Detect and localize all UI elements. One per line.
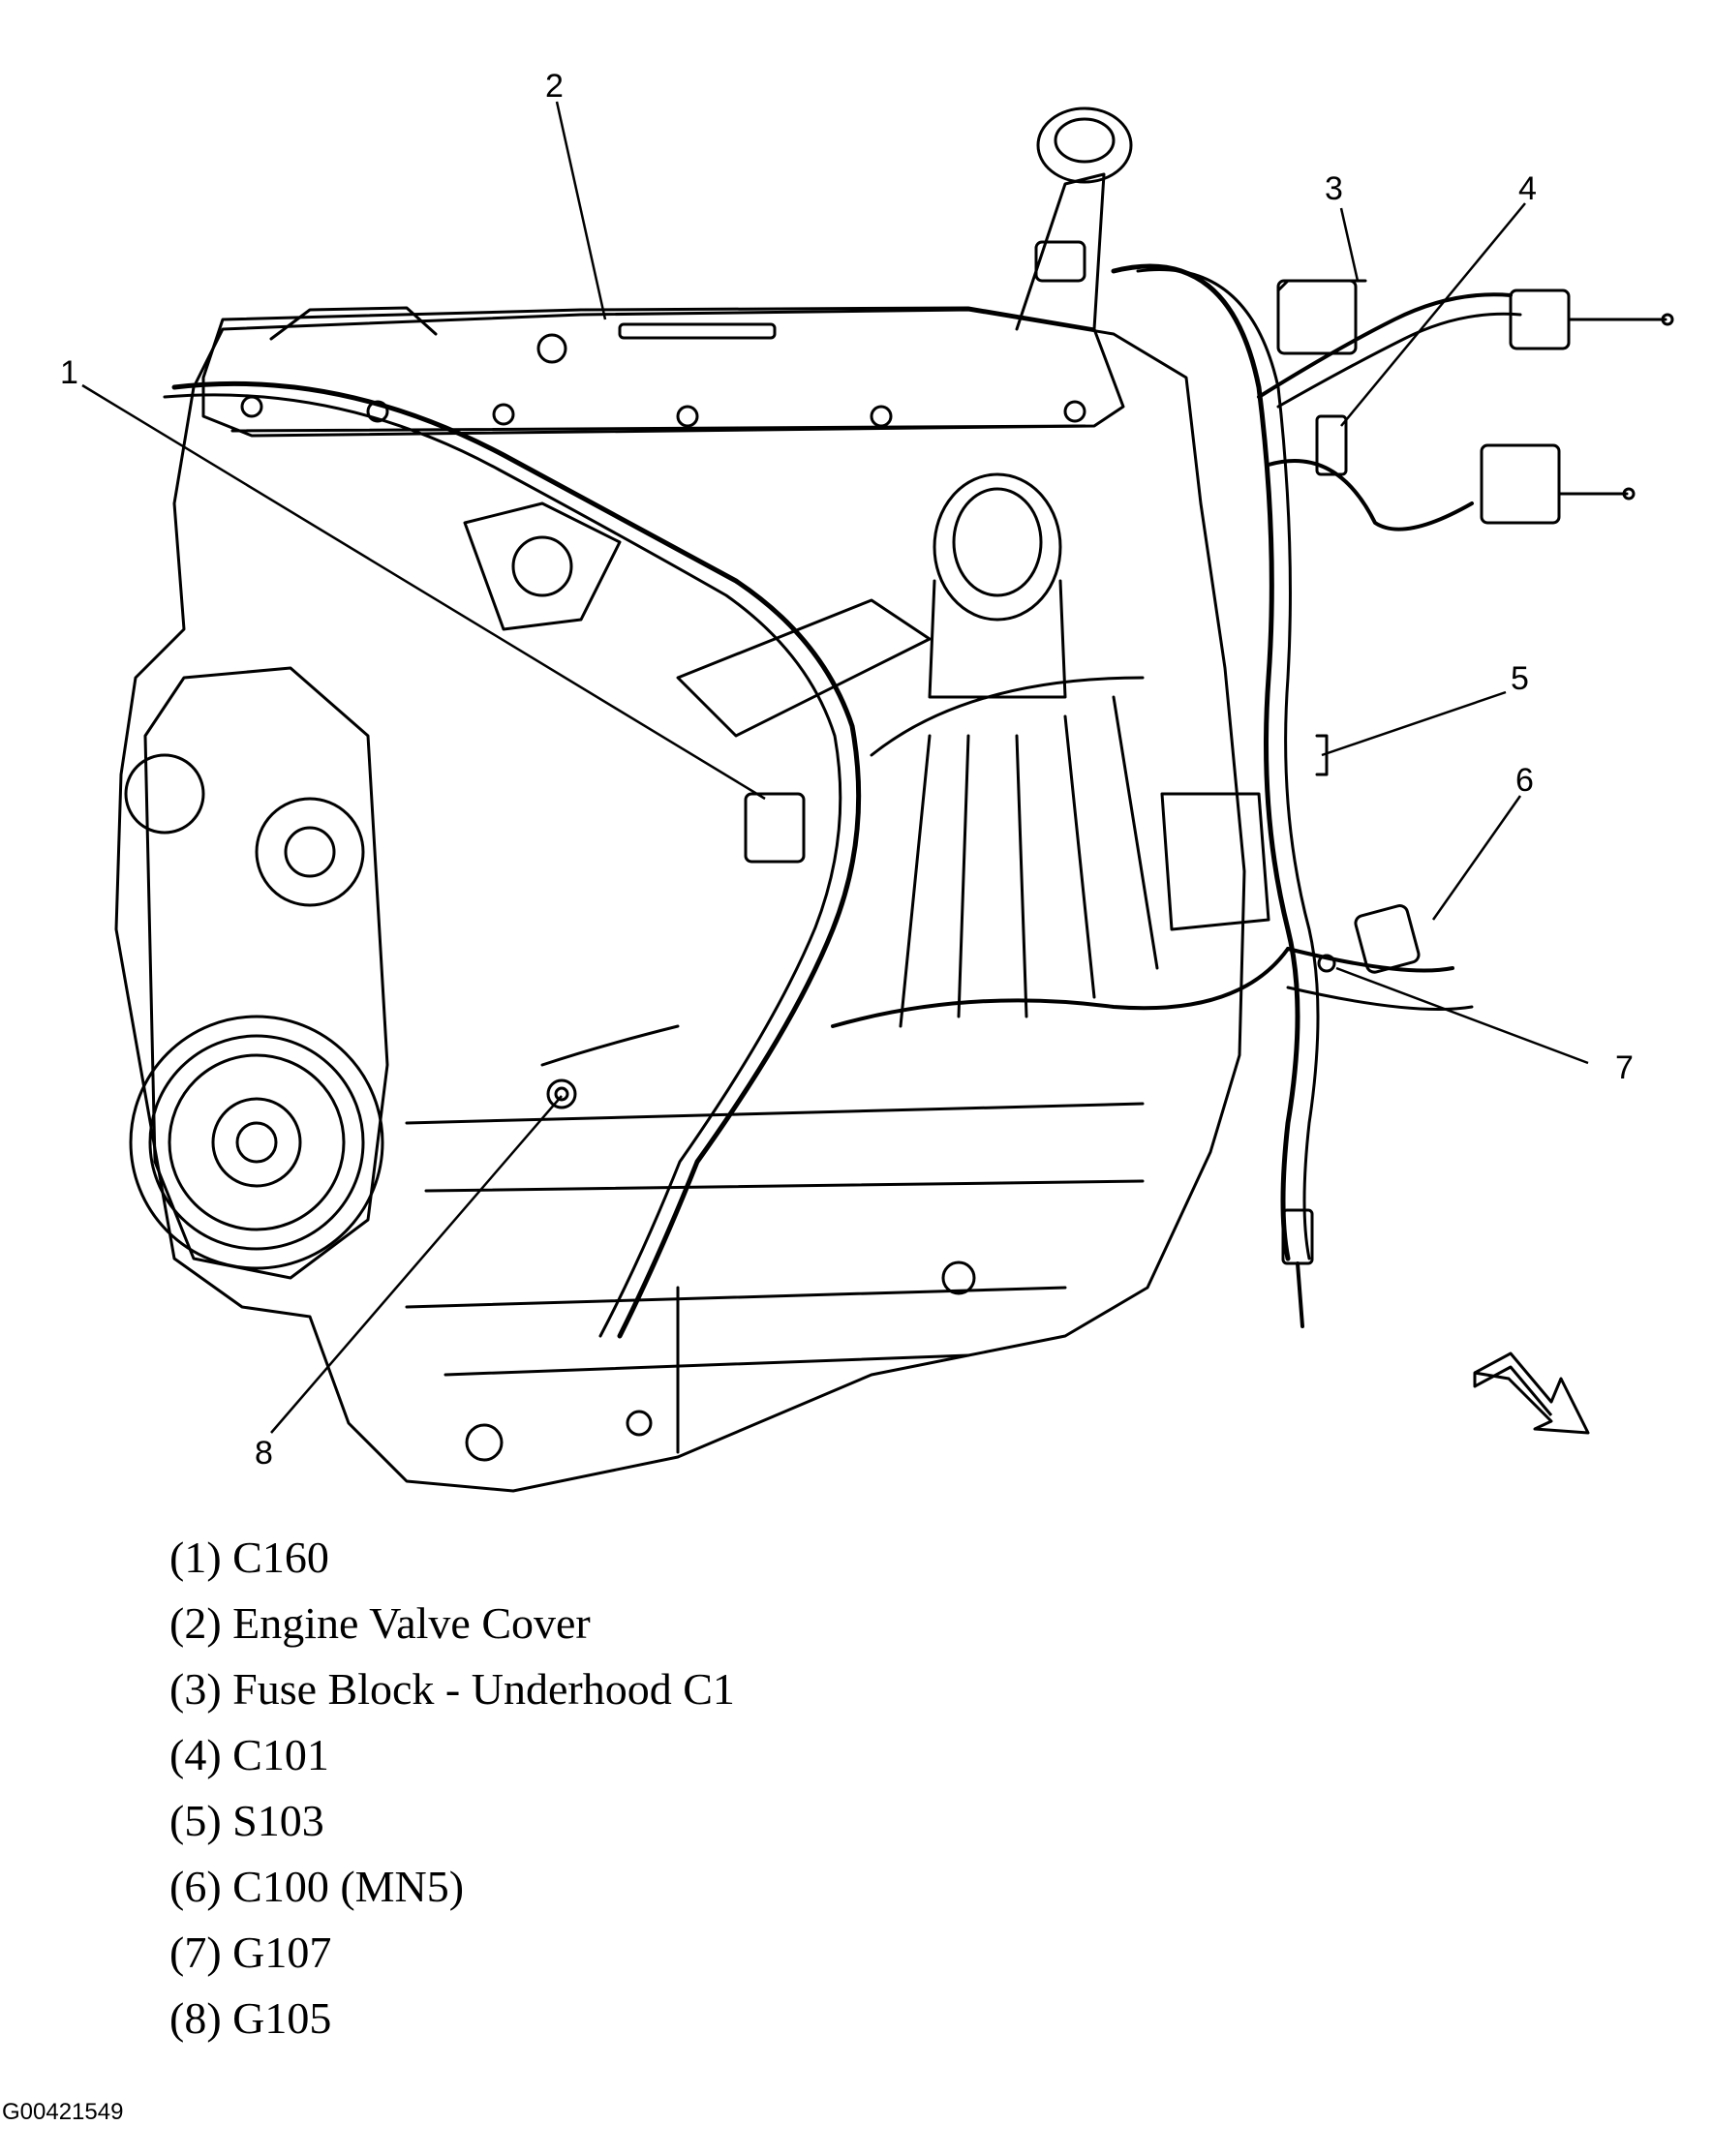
leader-line-1 (81, 383, 766, 801)
leader-line-3 (1339, 207, 1360, 282)
legend-item-6: (6) C100 (MN5) (169, 1862, 465, 1911)
callout-8: 8 (255, 1435, 273, 1472)
callout-3: 3 (1325, 170, 1343, 207)
callout-4: 4 (1518, 170, 1537, 207)
leader-line-7 (1335, 966, 1589, 1065)
legend-item-3: (3) Fuse Block - Underhood C1 (169, 1664, 735, 1714)
leader-line-8 (270, 1095, 563, 1434)
callout-1: 1 (60, 354, 78, 391)
leader-line-2 (555, 101, 607, 320)
engine-illustration (114, 106, 1674, 1493)
legend-item-4: (4) C101 (169, 1730, 329, 1779)
figure-id: G00421549 (2, 2099, 124, 2125)
engine-wiring-diagram: 1 2 3 4 5 6 7 8 (60, 68, 1674, 1493)
legend-item-7: (7) G107 (169, 1928, 332, 1977)
leader-line-6 (1431, 795, 1522, 921)
callout-6: 6 (1515, 762, 1534, 799)
callout-numbers: 1 2 3 4 5 6 7 8 (60, 68, 1634, 1472)
legend-item-8: (8) G105 (169, 1993, 332, 2043)
legend-item-5: (5) S103 (169, 1796, 324, 1845)
legend-item-1: (1) C160 (169, 1533, 329, 1582)
callout-legend: (1) C160 (2) Engine Valve Cover (3) Fuse… (169, 1525, 735, 2051)
leader-line-4 (1340, 202, 1526, 427)
leader-lines (81, 101, 1589, 1434)
callout-5: 5 (1511, 660, 1529, 697)
legend-item-2: (2) Engine Valve Cover (169, 1598, 591, 1648)
callout-2: 2 (545, 68, 564, 105)
leader-line-5 (1321, 690, 1507, 757)
fuse-block-connector (1276, 279, 1358, 355)
callout-7: 7 (1615, 1049, 1634, 1086)
front-direction-arrow-icon (1473, 1351, 1590, 1435)
